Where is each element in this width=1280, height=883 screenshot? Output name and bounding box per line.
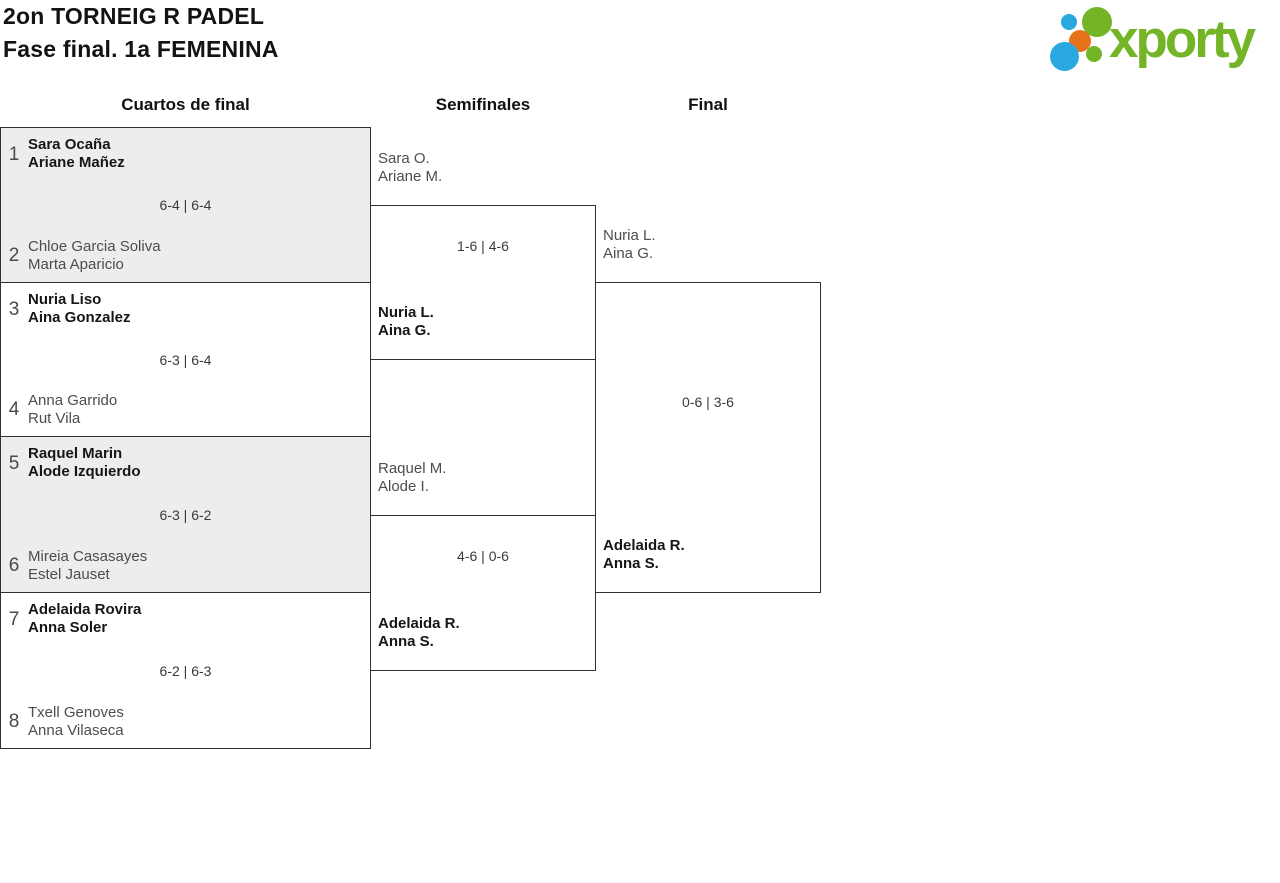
page-title-line-1: 2on TORNEIG R PADEL	[3, 3, 265, 29]
player-name: Adelaida R.	[378, 615, 460, 632]
player-name: Raquel M.	[378, 460, 447, 477]
player-name: Alode I.	[378, 478, 429, 495]
round-header-quarterfinals: Cuartos de final	[121, 95, 250, 114]
match-quarterfinal-1: 1 Sara Ocaña Ariane Mañez 6-4 | 6-4 2 Ch…	[0, 127, 371, 283]
player-name: Estel Jauset	[28, 566, 110, 583]
team-names-winner: Raquel Marin Alode Izquierdo	[28, 445, 141, 481]
player-name: Anna S.	[378, 633, 434, 650]
match-score: 6-4 | 6-4	[159, 197, 212, 213]
team-names-winner: Nuria Liso Aina Gonzalez	[28, 291, 131, 327]
player-name: Aina G.	[378, 322, 431, 339]
logo-wordmark: xporty	[1109, 10, 1256, 69]
seed-number-3: 3	[8, 299, 20, 320]
page-title-line-2: Fase final. 1a FEMENINA	[3, 36, 279, 62]
player-name: Rut Vila	[28, 410, 81, 427]
match-score: 6-3 | 6-4	[159, 351, 212, 368]
match-semifinal-2: Raquel M. Alode I. 4-6 | 0-6 Adelaida R.…	[370, 460, 596, 671]
player-name: Alode Izquierdo	[28, 463, 141, 480]
match-score: 6-2 | 6-3	[159, 662, 212, 679]
team-names: Txell Genoves Anna Vilaseca	[28, 704, 124, 740]
player-name: Aina G.	[603, 245, 654, 262]
team-names-winner: Sara Ocaña Ariane Mañez	[28, 136, 125, 172]
match-score: 6-3 | 6-2	[159, 506, 212, 523]
match-quarterfinal-4: 7 Adelaida Rovira Anna Soler 6-2 | 6-3 8…	[0, 592, 371, 749]
match-quarterfinal-3: 5 Raquel Marin Alode Izquierdo 6-3 | 6-2…	[0, 436, 371, 593]
logo-dot-blue-large-icon	[1050, 42, 1079, 71]
team-names: Raquel M. Alode I.	[378, 460, 446, 496]
player-name: Sara O.	[378, 150, 430, 167]
xporty-logo[interactable]: xporty	[1045, 0, 1280, 80]
seed-number-7: 7	[8, 609, 20, 630]
match-final: Nuria L. Aina G. 0-6 | 3-6 Adelaida R. A…	[595, 227, 821, 593]
player-name: Mireia Casasayes	[28, 548, 148, 565]
team-names: Chloe Garcia Soliva Marta Aparicio	[28, 238, 161, 274]
match-quarterfinal-2: 3 Nuria Liso Aina Gonzalez 6-3 | 6-4 4 A…	[0, 282, 371, 437]
team-names: Sara O. Ariane M.	[378, 150, 442, 186]
player-name: Aina Gonzalez	[28, 309, 131, 326]
player-name: Ariane Mañez	[28, 154, 125, 171]
player-name: Anna S.	[603, 555, 659, 572]
player-name: Ariane M.	[378, 168, 443, 185]
round-header-final: Final	[688, 95, 728, 114]
seed-number-1: 1	[8, 144, 20, 165]
team-names-winner: Adelaida Rovira Anna Soler	[28, 601, 141, 637]
seed-number-2: 2	[8, 245, 20, 266]
team-names: Nuria L. Aina G.	[603, 227, 656, 263]
match-score: 1-6 | 4-6	[457, 238, 509, 254]
match-score: 0-6 | 3-6	[682, 394, 734, 410]
player-name: Anna Soler	[28, 619, 108, 636]
team-names: Anna Garrido Rut Vila	[28, 392, 117, 428]
team-names-winner: Nuria L. Aina G.	[378, 304, 434, 340]
seed-number-6: 6	[8, 555, 20, 576]
match-score: 4-6 | 0-6	[457, 548, 509, 564]
seed-number-8: 8	[8, 711, 20, 732]
player-name: Sara Ocaña	[28, 136, 111, 153]
logo-dot-blue-small-icon	[1061, 14, 1077, 30]
player-name: Anna Vilaseca	[28, 722, 124, 739]
team-names-winner: Adelaida R. Anna S.	[603, 537, 685, 573]
player-name: Nuria L.	[603, 227, 656, 244]
team-names-winner: Adelaida R. Anna S.	[378, 615, 460, 651]
seed-number-4: 4	[8, 399, 20, 420]
player-name: Anna Garrido	[28, 392, 118, 409]
player-name: Adelaida R.	[603, 537, 685, 554]
player-name: Adelaida Rovira	[28, 601, 142, 618]
page-title: 2on TORNEIG R PADEL Fase final. 1a FEMEN…	[3, 0, 279, 66]
team-names: Mireia Casasayes Estel Jauset	[28, 548, 147, 584]
round-header-semifinals: Semifinales	[435, 95, 531, 114]
player-name: Nuria L.	[378, 304, 434, 321]
player-name: Raquel Marin	[28, 445, 123, 462]
seed-number-5: 5	[8, 453, 20, 474]
player-name: Nuria Liso	[28, 291, 102, 308]
player-name: Txell Genoves	[28, 704, 124, 721]
logo-dot-green-small-icon	[1086, 46, 1102, 62]
player-name: Marta Aparicio	[28, 256, 124, 273]
match-semifinal-1: Sara O. Ariane M. 1-6 | 4-6 Nuria L. Ain…	[370, 150, 596, 360]
player-name: Chloe Garcia Soliva	[28, 238, 161, 255]
